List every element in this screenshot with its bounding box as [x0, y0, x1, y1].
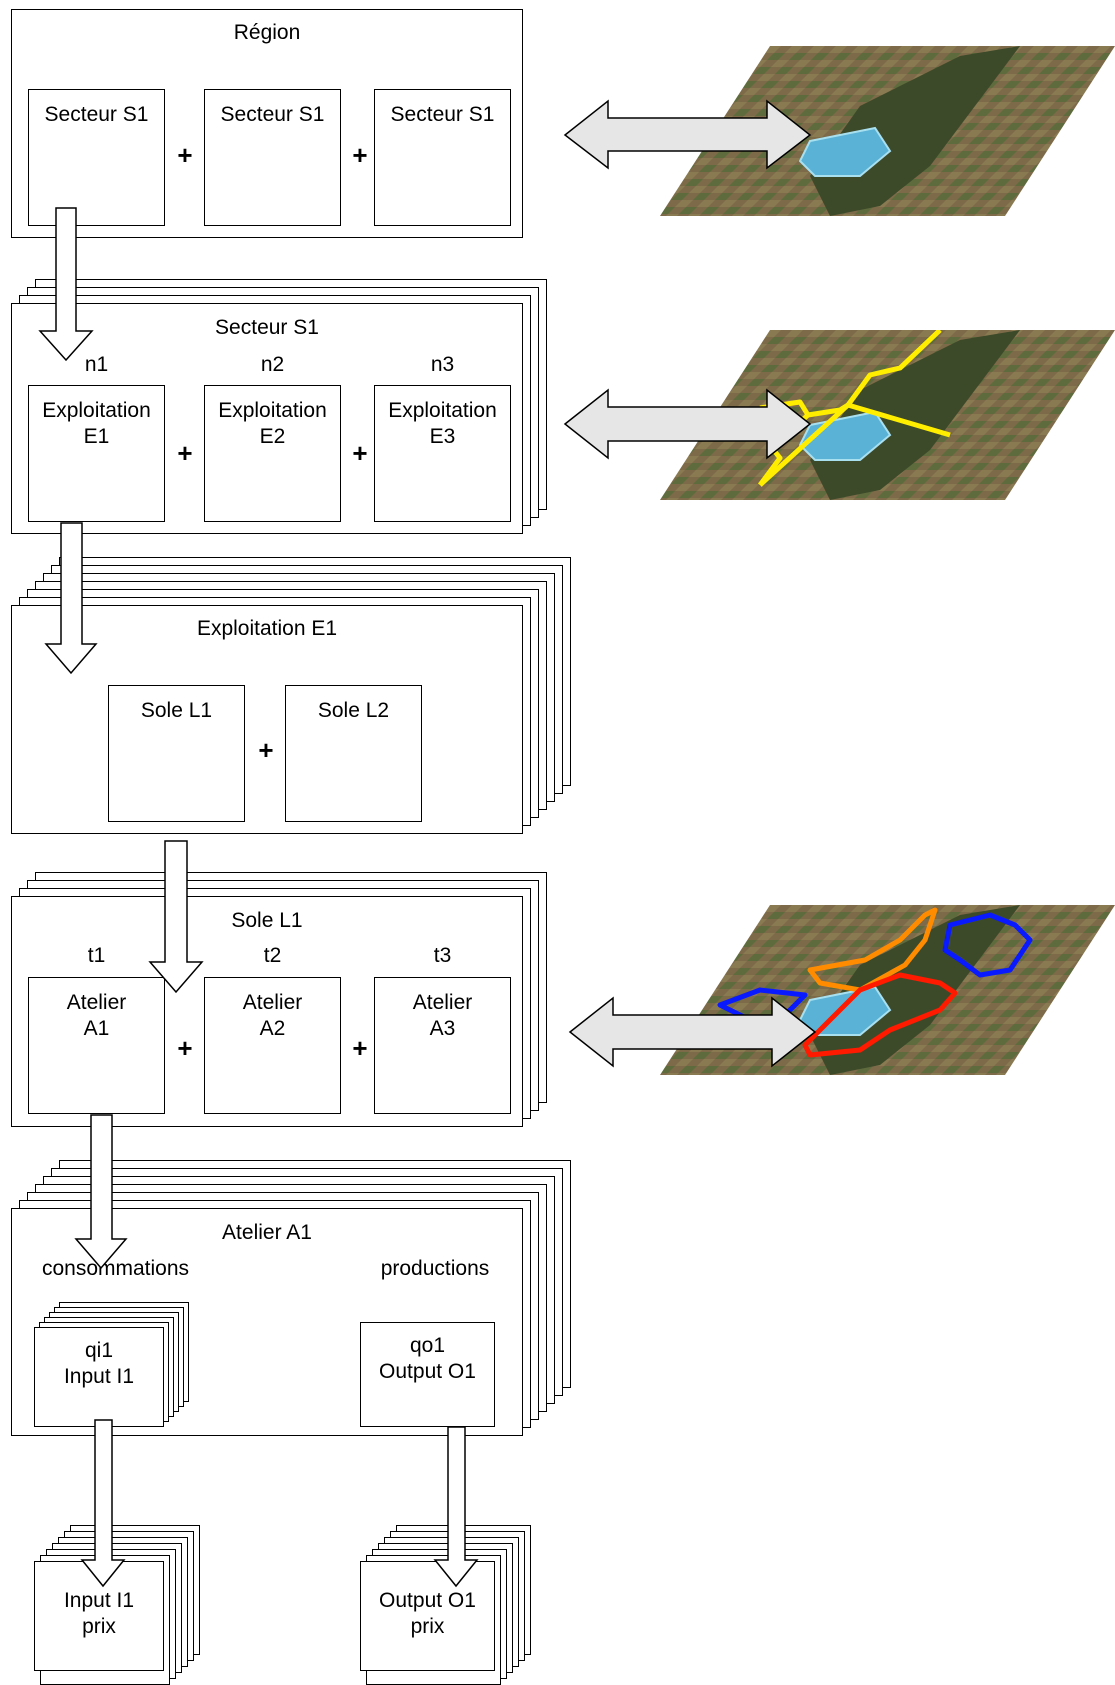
workshop-box-2: Atelier A2 — [204, 977, 341, 1114]
orange-zone — [807, 907, 938, 993]
input-box: qi1 Input I1 — [34, 1327, 164, 1427]
sole-box-2: Sole L2 — [285, 685, 422, 822]
workshop-box-3: Atelier A3 — [374, 977, 511, 1114]
sector-map-image — [660, 330, 1115, 500]
red-zone — [802, 972, 958, 1058]
farm-box-2: Exploitation E2 — [204, 385, 341, 522]
sector-box-1: Secteur S1 — [28, 89, 165, 226]
output-price-box: Output O1 prix — [360, 1561, 495, 1671]
sector-box-3: Secteur S1 — [374, 89, 511, 226]
down-arrow — [148, 840, 204, 994]
sole-title: Sole L1 — [231, 909, 303, 932]
sector-box-2: Secteur S1 — [204, 89, 341, 226]
plus-sign: + — [177, 140, 193, 170]
plus-sign: + — [352, 140, 368, 170]
double-arrow — [563, 388, 812, 460]
region-title: Région — [233, 21, 301, 44]
count-label: n3 — [430, 353, 455, 376]
down-arrow — [44, 522, 98, 675]
output-box: qo1 Output O1 — [360, 1322, 495, 1427]
double-arrow — [568, 996, 817, 1068]
region-map-image — [660, 46, 1115, 216]
consumptions-heading: consommations — [41, 1257, 190, 1280]
time-label: t2 — [263, 944, 282, 967]
sole-box-1: Sole L1 — [108, 685, 245, 822]
down-arrow — [80, 1419, 126, 1588]
time-label: t1 — [87, 944, 106, 967]
blue-zone — [942, 912, 1033, 978]
workshop-title: Atelier A1 — [222, 1221, 312, 1244]
count-label: n2 — [260, 353, 285, 376]
farm-box-3: Exploitation E3 — [374, 385, 511, 522]
lake-area — [798, 126, 892, 177]
plus-sign: + — [177, 438, 193, 468]
count-label: n1 — [84, 353, 109, 376]
input-price-box: Input I1 prix — [34, 1561, 164, 1671]
plus-sign: + — [352, 438, 368, 468]
plus-sign: + — [177, 1033, 193, 1063]
farm-title: Exploitation E1 — [196, 617, 338, 640]
sector-title: Secteur S1 — [215, 316, 319, 339]
farm-box-1: Exploitation E1 — [28, 385, 165, 522]
down-arrow — [38, 207, 94, 362]
down-arrow — [74, 1114, 128, 1270]
workshop-box-1: Atelier A1 — [28, 977, 165, 1114]
farm-panel — [11, 605, 523, 834]
productions-heading: productions — [380, 1257, 490, 1280]
plus-sign: + — [258, 735, 274, 765]
down-arrow — [433, 1426, 479, 1588]
plus-sign: + — [352, 1033, 368, 1063]
double-arrow — [563, 99, 812, 170]
time-label: t3 — [433, 944, 452, 967]
